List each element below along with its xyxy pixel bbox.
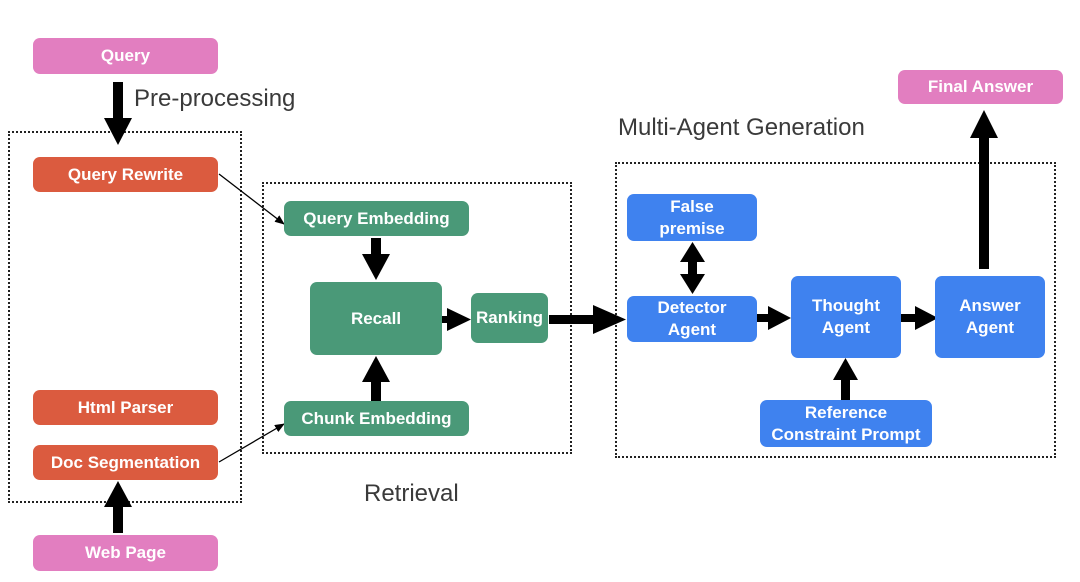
thought-agent-line1: Thought xyxy=(812,296,880,315)
reference-prompt-line1: Reference xyxy=(804,402,888,422)
recall-node: Recall xyxy=(310,282,442,355)
thought-agent-line2: Agent xyxy=(821,318,871,337)
html-parser-node: Html Parser xyxy=(33,390,218,425)
arrow-rewrite-to-queryemb xyxy=(218,173,285,225)
arrow-detector-to-thought xyxy=(752,306,791,330)
query-rewrite-node: Query Rewrite xyxy=(33,157,218,192)
generation-label: Multi-Agent Generation xyxy=(618,114,865,141)
chunk-embedding-node: Chunk Embedding xyxy=(284,401,469,436)
arrow-thought-to-answer xyxy=(899,306,938,330)
arrow-falsepremise-detector xyxy=(680,242,705,294)
arrow-queryemb-to-recall xyxy=(362,238,390,280)
arrow-docseg-to-chunkemb xyxy=(218,423,285,463)
preprocessing-label: Pre-processing xyxy=(134,85,296,112)
answer-agent-line2: Agent xyxy=(965,318,1015,337)
detector-agent-line2: Agent xyxy=(667,320,717,339)
arrow-webpage-to-docseg xyxy=(104,481,132,533)
doc-segmentation-node: Doc Segmentation xyxy=(33,445,218,480)
query-embedding-node: Query Embedding xyxy=(284,201,469,236)
final-answer-node: Final Answer xyxy=(898,70,1063,104)
arrow-reference-to-thought xyxy=(833,358,858,400)
false-premise-line1: False xyxy=(670,196,714,216)
false-premise-line2: premise xyxy=(659,218,725,238)
arrow-chunkemb-to-recall xyxy=(362,356,390,402)
arrow-ranking-to-detector xyxy=(549,305,626,334)
arrow-query-to-rewrite xyxy=(104,82,132,145)
answer-agent-line1: Answer xyxy=(959,296,1021,315)
retrieval-label: Retrieval xyxy=(364,480,459,507)
ranking-node: Ranking xyxy=(471,293,548,343)
generation-group xyxy=(615,162,1056,458)
arrow-answer-to-final xyxy=(970,110,998,269)
detector-agent-line1: Detector xyxy=(657,298,727,317)
reference-prompt-line2: Constraint Prompt xyxy=(771,424,921,444)
web-page-node: Web Page xyxy=(33,535,218,571)
query-node: Query xyxy=(33,38,218,74)
